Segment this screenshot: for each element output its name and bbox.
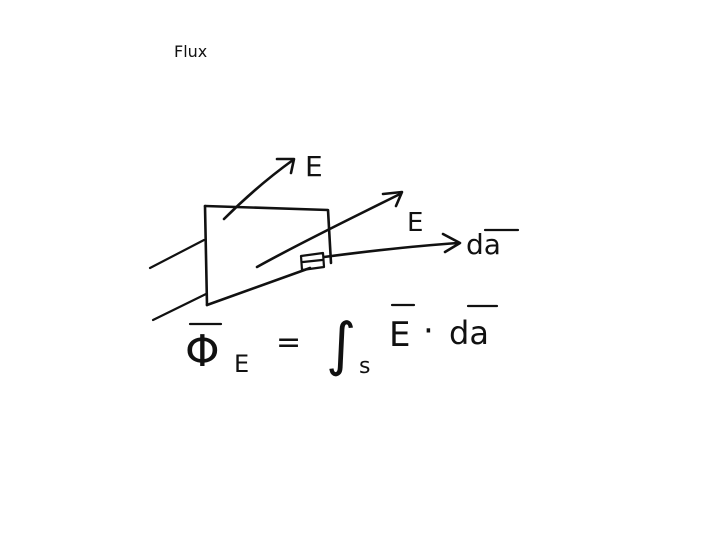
- field-line-left-lower: [151, 292, 208, 322]
- field-arrow-upper: [222, 157, 296, 221]
- area-vector-label: da: [466, 228, 501, 261]
- integrand-area: da: [449, 314, 489, 352]
- flux-symbol: Φ: [185, 326, 220, 377]
- area-element: [299, 251, 326, 272]
- integral-subscript: s: [359, 354, 370, 379]
- surface-patch: [203, 204, 333, 307]
- field-label-lower: E: [407, 208, 423, 238]
- integrand-field: E: [389, 315, 410, 355]
- field-arrow-lower: [255, 190, 404, 269]
- field-line-left-upper: [148, 238, 206, 270]
- flux-subscript: E: [234, 350, 249, 378]
- slide-title: Flux: [174, 42, 208, 61]
- dot-operator: ·: [423, 311, 434, 351]
- area-vector-arrow: [322, 232, 462, 259]
- equals-sign: =: [276, 325, 301, 360]
- flux-equation: Φ E = ∫ s E · da: [185, 303, 499, 379]
- integral-sign: ∫: [326, 310, 356, 378]
- field-label-upper: E: [305, 150, 323, 183]
